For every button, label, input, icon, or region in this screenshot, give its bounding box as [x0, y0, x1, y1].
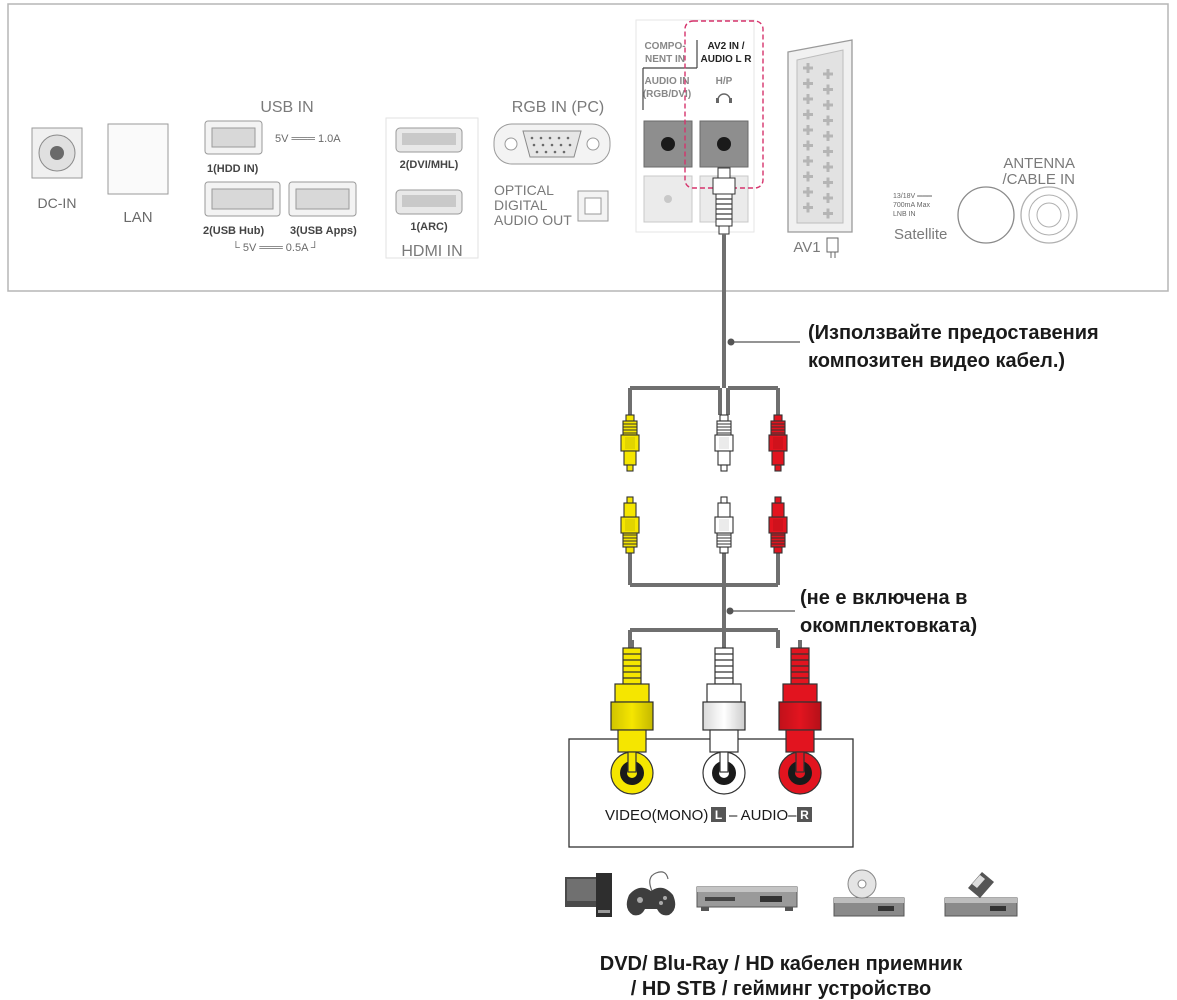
external-device-panel: VIDEO(MONO) L – AUDIO– R — [568, 738, 854, 848]
usb-power-bottom: └ 5V ═══ 0.5A ┘ — [232, 240, 319, 254]
antenna-port: ANTENNA /CABLE IN — [1002, 155, 1078, 244]
av1-label: AV1 — [793, 239, 820, 256]
set-top-box-icon — [696, 886, 798, 911]
sat-label-3: LNB IN — [893, 211, 916, 218]
l-badge-box — [711, 807, 726, 822]
av2-plug — [712, 167, 736, 235]
sat-label-2: 700mA Max — [893, 202, 930, 209]
rgb-in-port: RGB IN (PC) — [493, 99, 611, 165]
white-plug-adapter — [714, 496, 734, 554]
r-badge-box — [797, 807, 812, 822]
usb1-label: 1(HDD IN) — [207, 163, 259, 175]
audio-in-label-2: (RGB/DVI) — [643, 89, 691, 100]
hdmi-in-label: HDMI IN — [401, 243, 462, 260]
yellow-plug-cable — [620, 414, 640, 472]
device-icons — [565, 869, 1018, 917]
white-plug-device — [702, 640, 746, 773]
audio-left-jack — [702, 751, 746, 795]
red-plug-device — [778, 640, 822, 773]
lan-label: LAN — [123, 209, 152, 226]
component-label-2: NENT IN — [645, 54, 685, 65]
usb2-label: 2(USB Hub) — [203, 225, 264, 237]
usb3-label: 3(USB Apps) — [290, 225, 357, 237]
optical-label-3: AUDIO OUT — [494, 212, 572, 228]
l-badge: L — [715, 808, 722, 822]
pc-icon — [565, 873, 612, 917]
component-label-1: COMPO- — [644, 41, 685, 52]
hdmi2-label: 2(DVI/MHL) — [400, 159, 459, 171]
av2-label-2: AUDIO L R — [701, 54, 753, 65]
video-jack — [610, 751, 654, 795]
lan-port: LAN — [107, 123, 169, 226]
hdmi1-label: 1(ARC) — [410, 221, 448, 233]
cable-adapter — [628, 553, 780, 648]
caption-line-2: / HD STB / гейминг устройство — [631, 978, 931, 1000]
yellow-plug-device — [610, 640, 654, 773]
audio-in-label-1: AUDIO IN — [645, 76, 690, 87]
media-player-icon — [944, 872, 1018, 917]
av2-label-1: AV2 IN / — [707, 41, 744, 52]
video-mono-label: VIDEO(MONO) — [605, 807, 708, 824]
usb-port-group: USB IN 5V ═══ 1.0A 1(HDD IN) 2(USB Hub) … — [203, 99, 357, 254]
red-plug-cable — [768, 414, 788, 472]
note-supplied-1: (Използвайте предоставения — [808, 322, 1099, 344]
av1-scart-port: AV1 — [787, 39, 853, 258]
tv-rear-panel: DC-IN LAN USB IN 5V ═══ 1.0A 1(HDD IN) 2… — [7, 3, 1169, 292]
satellite-label: Satellite — [894, 226, 947, 243]
sat-label-1: 13/18V ═══ — [893, 193, 932, 200]
optical-label-1: OPTICAL — [494, 182, 554, 198]
red-plug-adapter — [768, 496, 788, 554]
antenna-label-1: ANTENNA — [1003, 155, 1075, 172]
note-not-included-2: окомплектовката) — [800, 615, 977, 637]
cable-supplied — [628, 234, 780, 415]
rgb-in-label: RGB IN (PC) — [512, 99, 604, 116]
caption-line-1: DVD/ Blu-Ray / HD кабелен приемник — [600, 953, 963, 975]
note-not-included-1: (не е включена в — [800, 587, 967, 609]
optical-out-port: OPTICAL DIGITAL AUDIO OUT — [494, 182, 609, 228]
r-badge: R — [800, 808, 809, 822]
note-supplied-2: композитен видео кабел.) — [808, 350, 1065, 372]
yellow-plug-adapter — [620, 496, 640, 554]
white-plug-cable — [714, 414, 734, 472]
usb-in-label: USB IN — [260, 99, 313, 116]
hp-label: H/P — [716, 76, 733, 87]
dc-in-port: DC-IN — [31, 127, 83, 211]
antenna-label-2: /CABLE IN — [1002, 171, 1075, 188]
satellite-port: 13/18V ═══ 700mA Max LNB IN Satellite — [893, 186, 1015, 244]
scart-icon — [826, 237, 839, 253]
dc-in-label: DC-IN — [38, 195, 77, 211]
hdmi-port-group: 2(DVI/MHL) 1(ARC) HDMI IN — [385, 117, 479, 260]
usb-power-top: 5V ═══ 1.0A — [275, 133, 341, 145]
optical-label-2: DIGITAL — [494, 197, 548, 213]
audio-label: – AUDIO– — [729, 807, 797, 824]
gamepad-icon — [626, 871, 676, 916]
disc-player-icon — [833, 869, 905, 917]
